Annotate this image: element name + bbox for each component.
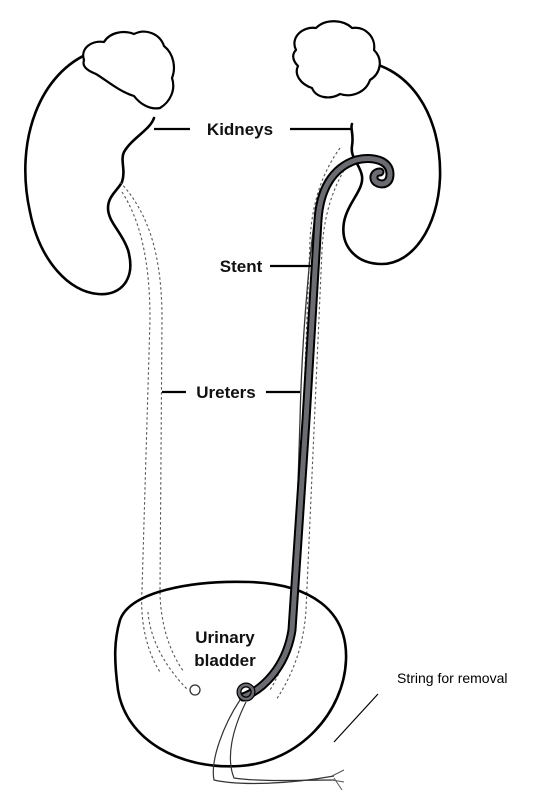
removal-string (213, 700, 344, 790)
right-adrenal-gland (293, 21, 380, 97)
bladder-label-line1: Urinary (195, 628, 255, 647)
left-adrenal-gland (83, 32, 174, 109)
left-kidney (25, 32, 174, 295)
left-ureter (120, 182, 200, 695)
ureters-label: Ureters (196, 383, 256, 402)
stent-label: Stent (220, 257, 263, 276)
kidneys-label: Kidneys (207, 120, 273, 139)
string-leader (334, 694, 378, 742)
stent-tube (243, 159, 390, 697)
string-label: String for removal (397, 670, 507, 686)
urinary-bladder (115, 582, 346, 767)
right-ureter (270, 148, 352, 700)
bladder-label-line2: bladder (194, 651, 256, 670)
